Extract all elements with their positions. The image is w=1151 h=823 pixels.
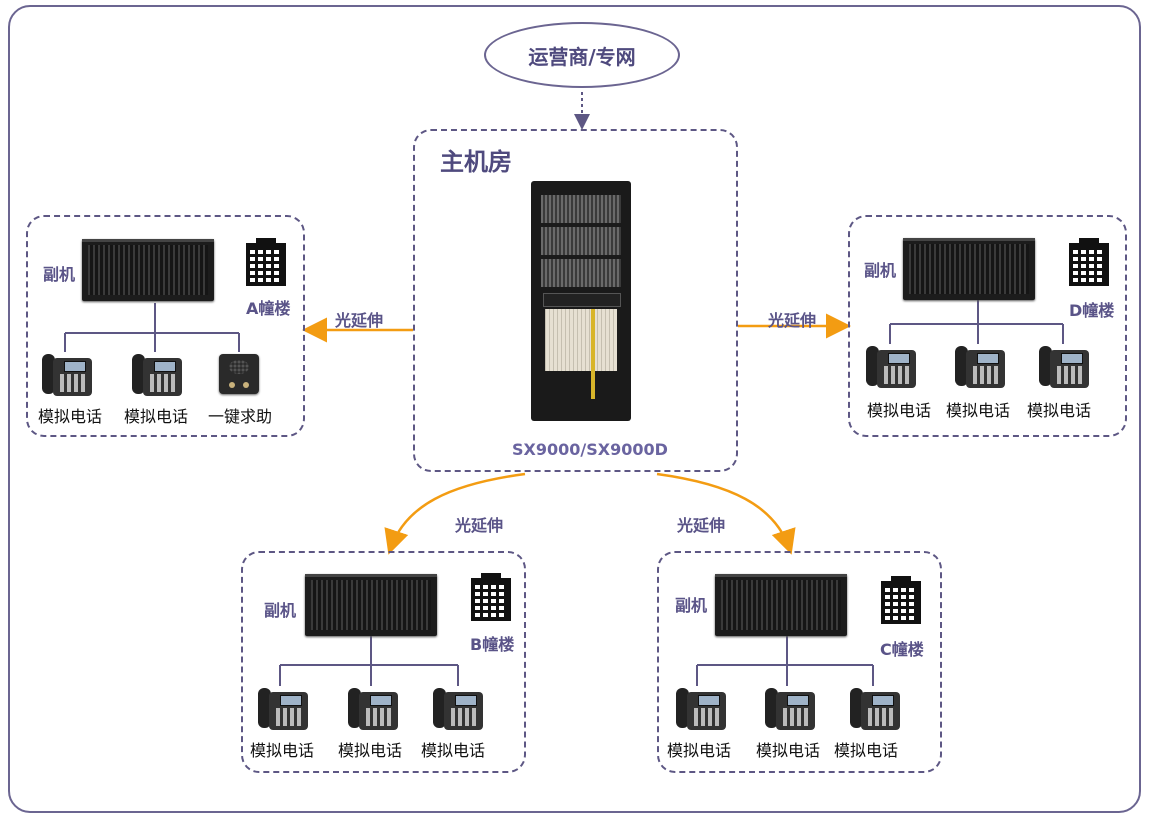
server-cabinet-icon <box>531 181 631 421</box>
site-c-sub-unit <box>715 574 847 636</box>
site-b-device-2-label: 模拟电话 <box>338 741 403 760</box>
site-a-device-2-label: 模拟电话 <box>124 407 189 426</box>
site-d-box <box>848 215 1127 437</box>
site-c-phone-3-icon <box>850 686 900 730</box>
site-b-box <box>241 551 526 773</box>
link-a-label: 光延伸 <box>335 311 384 330</box>
site-b-device-3-label: 模拟电话 <box>421 741 486 760</box>
diagram-frame <box>8 5 1141 813</box>
site-a-sub-unit <box>82 239 214 301</box>
main-model-label: SX9000/SX9000D <box>512 440 668 459</box>
site-b-phone-1-icon <box>258 686 308 730</box>
site-c-building-icon <box>881 576 921 624</box>
site-a-device-1-label: 模拟电话 <box>38 407 103 426</box>
provider-node: 运营商/专网 <box>484 22 680 88</box>
site-b-sub-unit <box>305 574 437 636</box>
site-a-building-label: A幢楼 <box>246 299 291 318</box>
site-d-phone-2-icon <box>955 344 1005 388</box>
site-d-phone-1-icon <box>866 344 916 388</box>
site-a-unit-label: 副机 <box>43 265 76 284</box>
site-c-box <box>657 551 942 773</box>
main-room-title: 主机房 <box>440 148 512 176</box>
site-d-building-label: D幢楼 <box>1069 301 1115 320</box>
site-b-device-1-label: 模拟电话 <box>250 741 315 760</box>
site-a-phone-1-icon <box>42 352 92 396</box>
main-room-box <box>413 129 738 472</box>
link-b-label: 光延伸 <box>455 516 504 535</box>
site-d-unit-label: 副机 <box>864 261 897 280</box>
site-b-building-icon <box>471 573 511 621</box>
site-a-building-icon <box>246 238 286 286</box>
site-c-device-3-label: 模拟电话 <box>834 741 899 760</box>
link-d-label: 光延伸 <box>768 311 817 330</box>
site-d-device-3-label: 模拟电话 <box>1027 401 1092 420</box>
site-a-device-3-label: 一键求助 <box>208 407 273 426</box>
site-c-building-label: C幢楼 <box>880 640 924 659</box>
site-d-sub-unit <box>903 238 1035 300</box>
site-a-phone-2-icon <box>132 352 182 396</box>
site-d-building-icon <box>1069 238 1109 286</box>
site-d-phone-3-icon <box>1039 344 1089 388</box>
site-c-unit-label: 副机 <box>675 596 708 615</box>
site-c-device-1-label: 模拟电话 <box>667 741 732 760</box>
site-b-phone-3-icon <box>433 686 483 730</box>
site-b-building-label: B幢楼 <box>470 635 515 654</box>
site-c-phone-1-icon <box>676 686 726 730</box>
site-d-device-1-label: 模拟电话 <box>867 401 932 420</box>
site-c-device-2-label: 模拟电话 <box>756 741 821 760</box>
site-a-help-button-icon <box>219 354 259 394</box>
provider-label: 运营商/专网 <box>528 44 636 69</box>
site-c-phone-2-icon <box>765 686 815 730</box>
link-c-label: 光延伸 <box>677 516 726 535</box>
site-a-box <box>26 215 305 437</box>
site-b-phone-2-icon <box>348 686 398 730</box>
site-b-unit-label: 副机 <box>264 601 297 620</box>
site-d-device-2-label: 模拟电话 <box>946 401 1011 420</box>
